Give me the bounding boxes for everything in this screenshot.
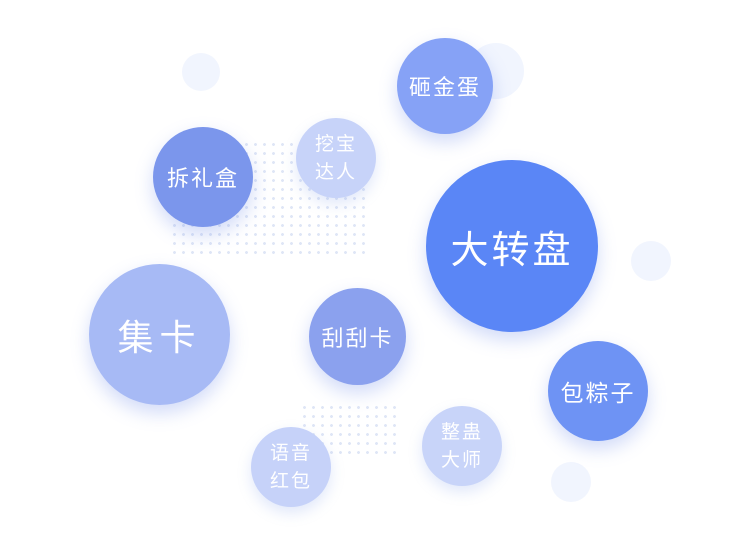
bubble-wrap-zongzi[interactable]: 包粽子 [548, 341, 648, 441]
bubble-big-wheel[interactable]: 大转盘 [426, 160, 598, 332]
bubble-label: 拆礼盒 [166, 167, 239, 192]
bubble-smash-golden-egg[interactable]: 砸金蛋 [397, 38, 493, 134]
bubble-treasure-digger[interactable]: 挖宝 达人 [296, 118, 376, 198]
bubble-label: 语音 红包 [269, 442, 312, 492]
decorative-circle [551, 462, 591, 502]
bubble-label: 刮刮卡 [321, 326, 394, 352]
bubble-label: 大转盘 [450, 227, 574, 272]
bubble-label: 挖宝 达人 [314, 133, 357, 183]
bubble-label: 集卡 [117, 317, 202, 359]
bubble-label: 整蛊 大师 [440, 421, 483, 471]
decorative-circle [631, 241, 671, 281]
decorative-circle [182, 53, 220, 91]
bubble-open-gift-box[interactable]: 拆礼盒 [153, 127, 253, 227]
bubble-label: 砸金蛋 [408, 76, 481, 101]
bubble-label: 包粽子 [560, 381, 636, 407]
bubble-collect-cards[interactable]: 集卡 [89, 264, 230, 405]
bubble-prank-master[interactable]: 整蛊 大师 [422, 406, 502, 486]
bubble-voice-red-packet[interactable]: 语音 红包 [251, 427, 331, 507]
bubble-scratch-card[interactable]: 刮刮卡 [309, 288, 406, 385]
